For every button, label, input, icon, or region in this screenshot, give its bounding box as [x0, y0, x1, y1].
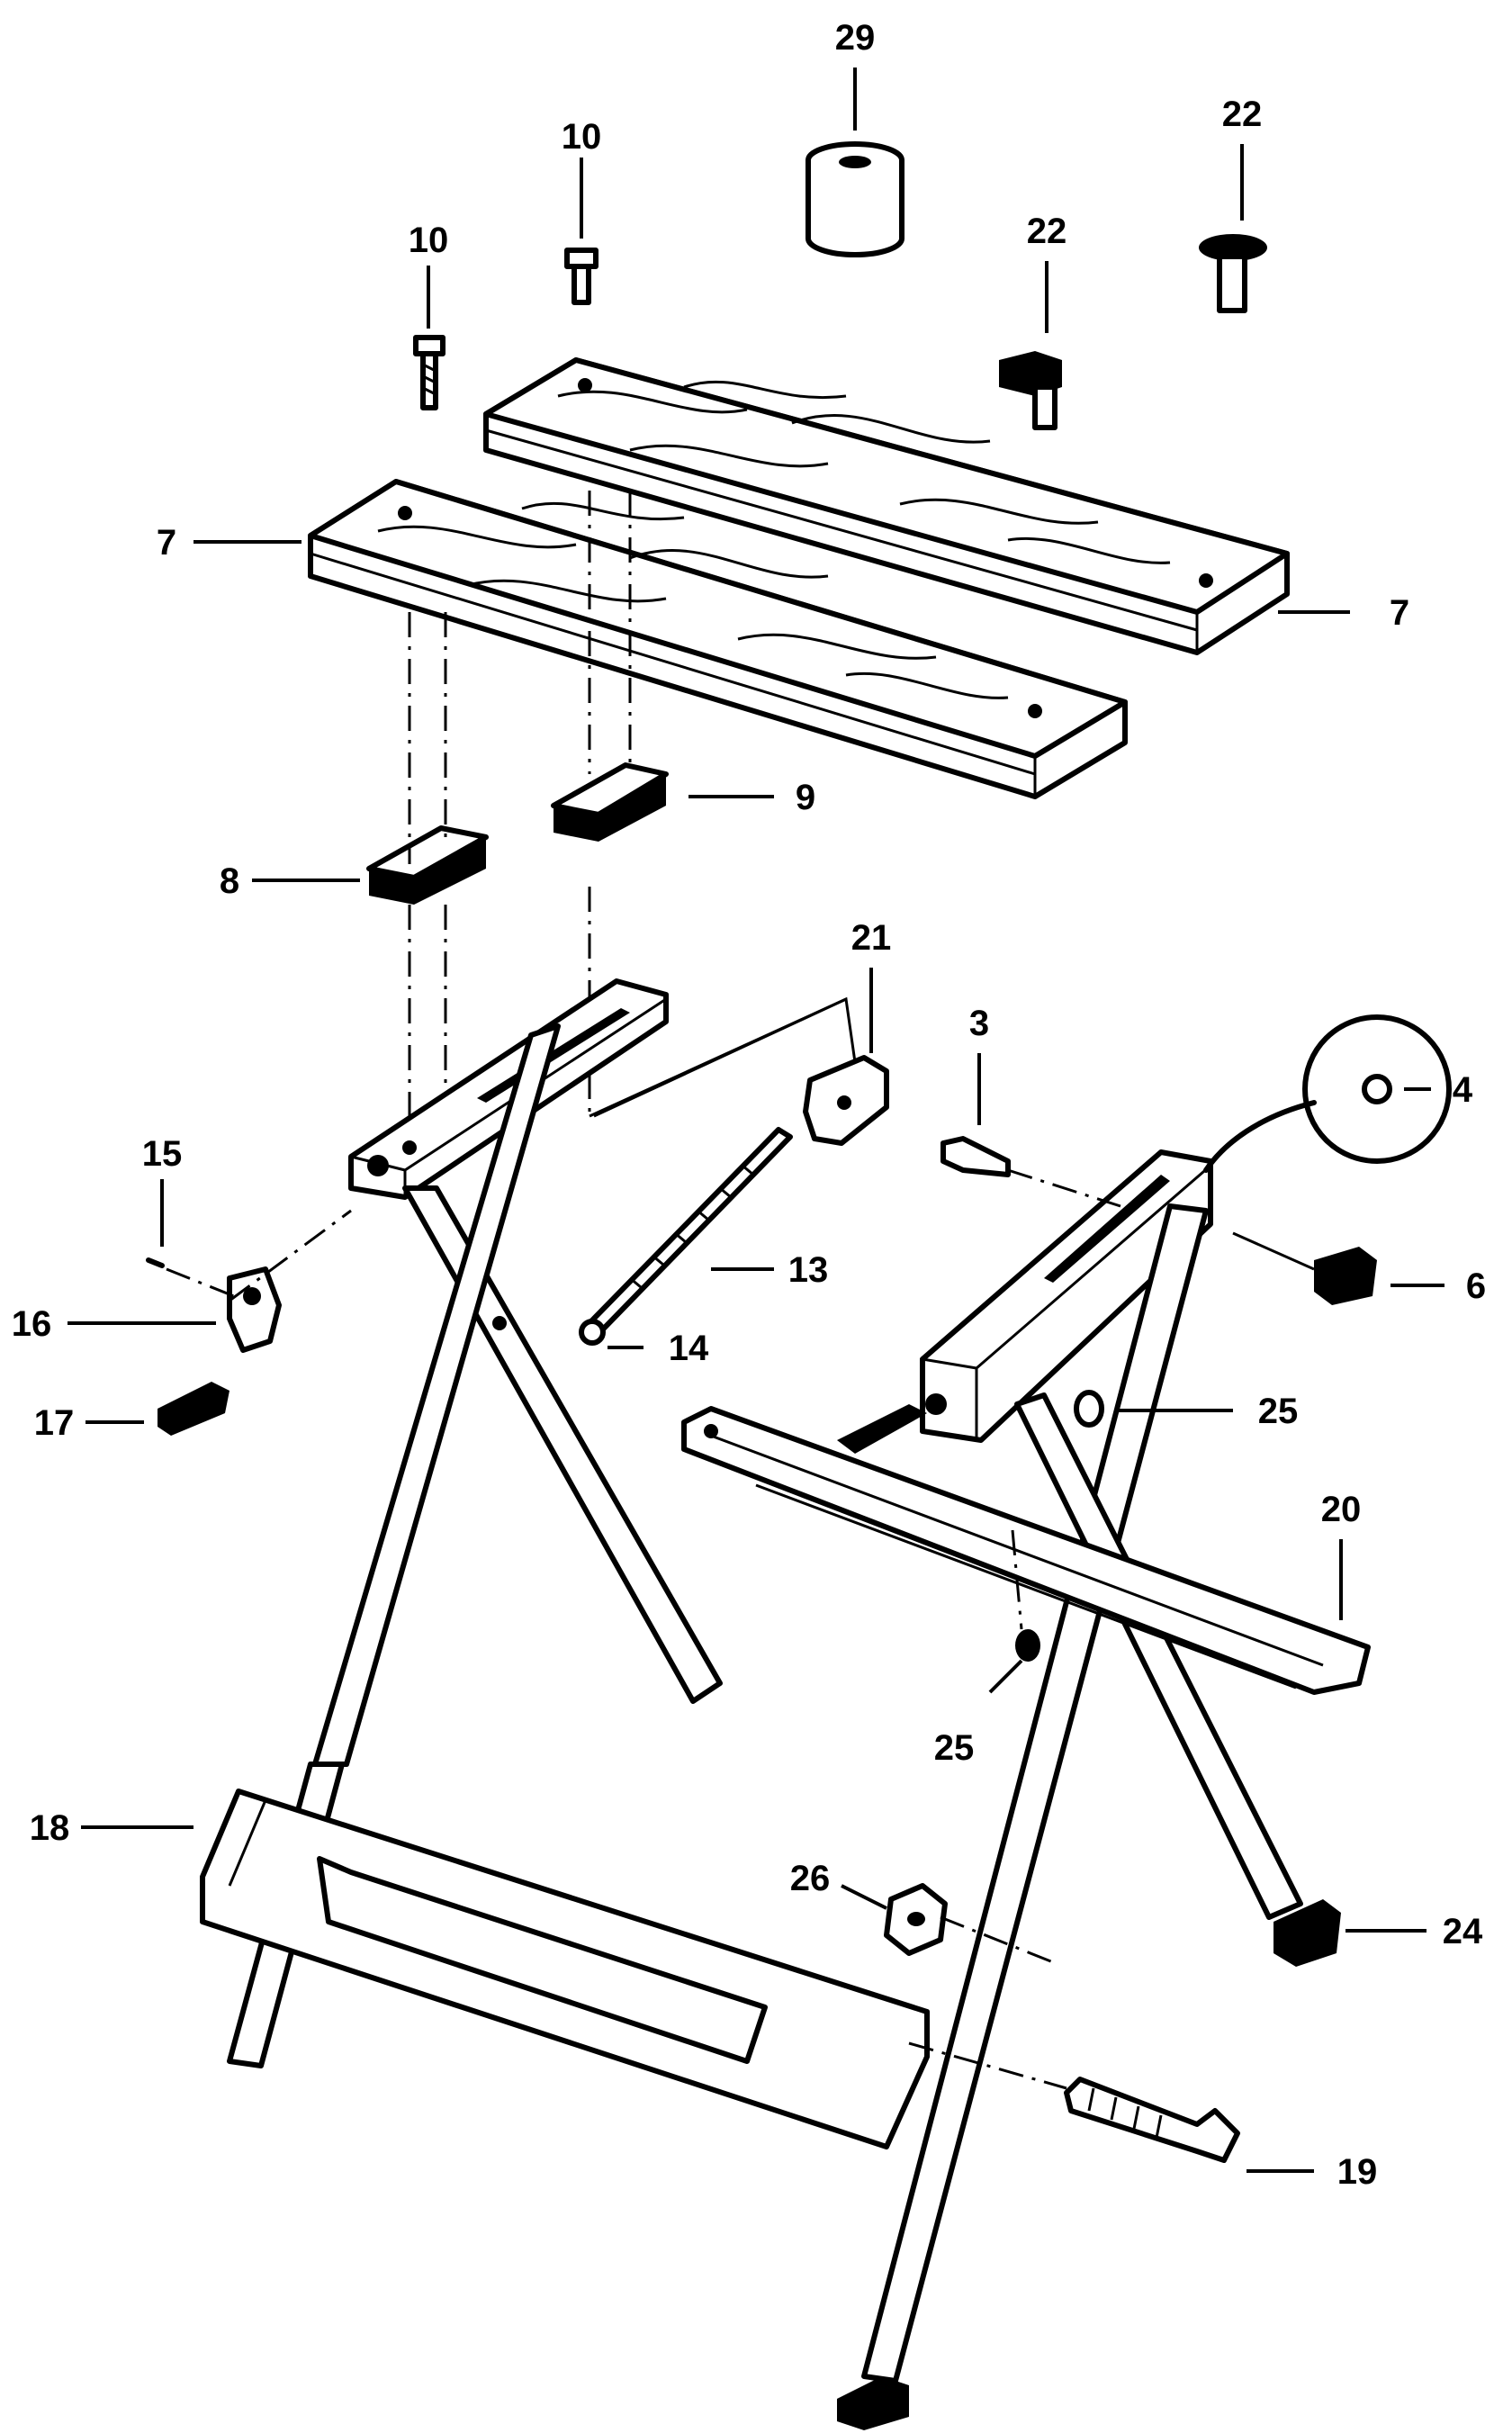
- callout-22-right: 22: [1222, 95, 1263, 134]
- callout-25-upper: 25: [1258, 1392, 1299, 1431]
- bolt-19[interactable]: [1064, 2077, 1240, 2163]
- callout-7-left: 7: [157, 523, 176, 563]
- lead-screw-13[interactable]: [582, 1127, 793, 1339]
- callout-4: 4: [1453, 1070, 1473, 1110]
- pin-15[interactable]: [146, 1257, 165, 1268]
- callout-26: 26: [790, 1859, 831, 1898]
- peg-22-left[interactable]: [999, 351, 1062, 430]
- foot-cap-6[interactable]: [1314, 1247, 1377, 1305]
- callout-29: 29: [835, 18, 876, 58]
- tool-tray-18[interactable]: [200, 1789, 930, 2149]
- callout-25-lower: 25: [934, 1728, 975, 1768]
- right-frame-bracket[interactable]: [837, 1149, 1213, 1454]
- callout-10-right: 10: [562, 117, 602, 157]
- peg-22-right[interactable]: [1199, 234, 1267, 313]
- callout-6: 6: [1466, 1266, 1486, 1306]
- callout-8: 8: [220, 861, 239, 901]
- nut-26[interactable]: [884, 1883, 948, 1956]
- clamp-block-21[interactable]: [803, 1055, 889, 1146]
- callout-19: 19: [1337, 2152, 1378, 2192]
- jaw-board-front[interactable]: [308, 479, 1128, 799]
- disc-4-detail: [1203, 1014, 1452, 1173]
- callout-20: 20: [1321, 1490, 1362, 1529]
- jaw-block-8[interactable]: [366, 825, 489, 905]
- callout-16: 16: [12, 1304, 52, 1344]
- screw-3[interactable]: [940, 1136, 1011, 1177]
- washer-25-upper[interactable]: [1074, 1390, 1104, 1428]
- foot-cap-bottom[interactable]: [837, 2376, 909, 2430]
- spacer-sleeve-29[interactable]: [806, 141, 904, 257]
- callout-21: 21: [851, 918, 892, 958]
- jaw-board-rear[interactable]: [483, 357, 1290, 655]
- crossbar-20[interactable]: [681, 1406, 1371, 1695]
- callout-22-left: 22: [1027, 212, 1067, 251]
- nut-14[interactable]: [579, 1319, 606, 1346]
- screw-10-right[interactable]: [564, 248, 598, 305]
- callout-10-left: 10: [409, 221, 449, 260]
- knob-17[interactable]: [158, 1382, 230, 1436]
- callout-24: 24: [1443, 1912, 1483, 1951]
- callout-13: 13: [788, 1250, 829, 1290]
- callout-7-right: 7: [1390, 593, 1409, 633]
- callout-17: 17: [34, 1403, 75, 1443]
- callout-9: 9: [796, 778, 815, 817]
- callout-15: 15: [142, 1134, 183, 1174]
- washer-25-lower[interactable]: [1015, 1629, 1040, 1662]
- callout-labels: 29 22 22 10 10 7 7 9 8 21 3 4 15: [12, 18, 1486, 2192]
- callout-3: 3: [969, 1004, 989, 1043]
- screw-10-left[interactable]: [413, 335, 446, 410]
- jaw-block-9[interactable]: [551, 762, 669, 842]
- clamp-cam-16[interactable]: [227, 1266, 282, 1353]
- callout-14: 14: [669, 1329, 709, 1368]
- foot-cap-24[interactable]: [1274, 1899, 1341, 1967]
- callout-18: 18: [30, 1808, 70, 1848]
